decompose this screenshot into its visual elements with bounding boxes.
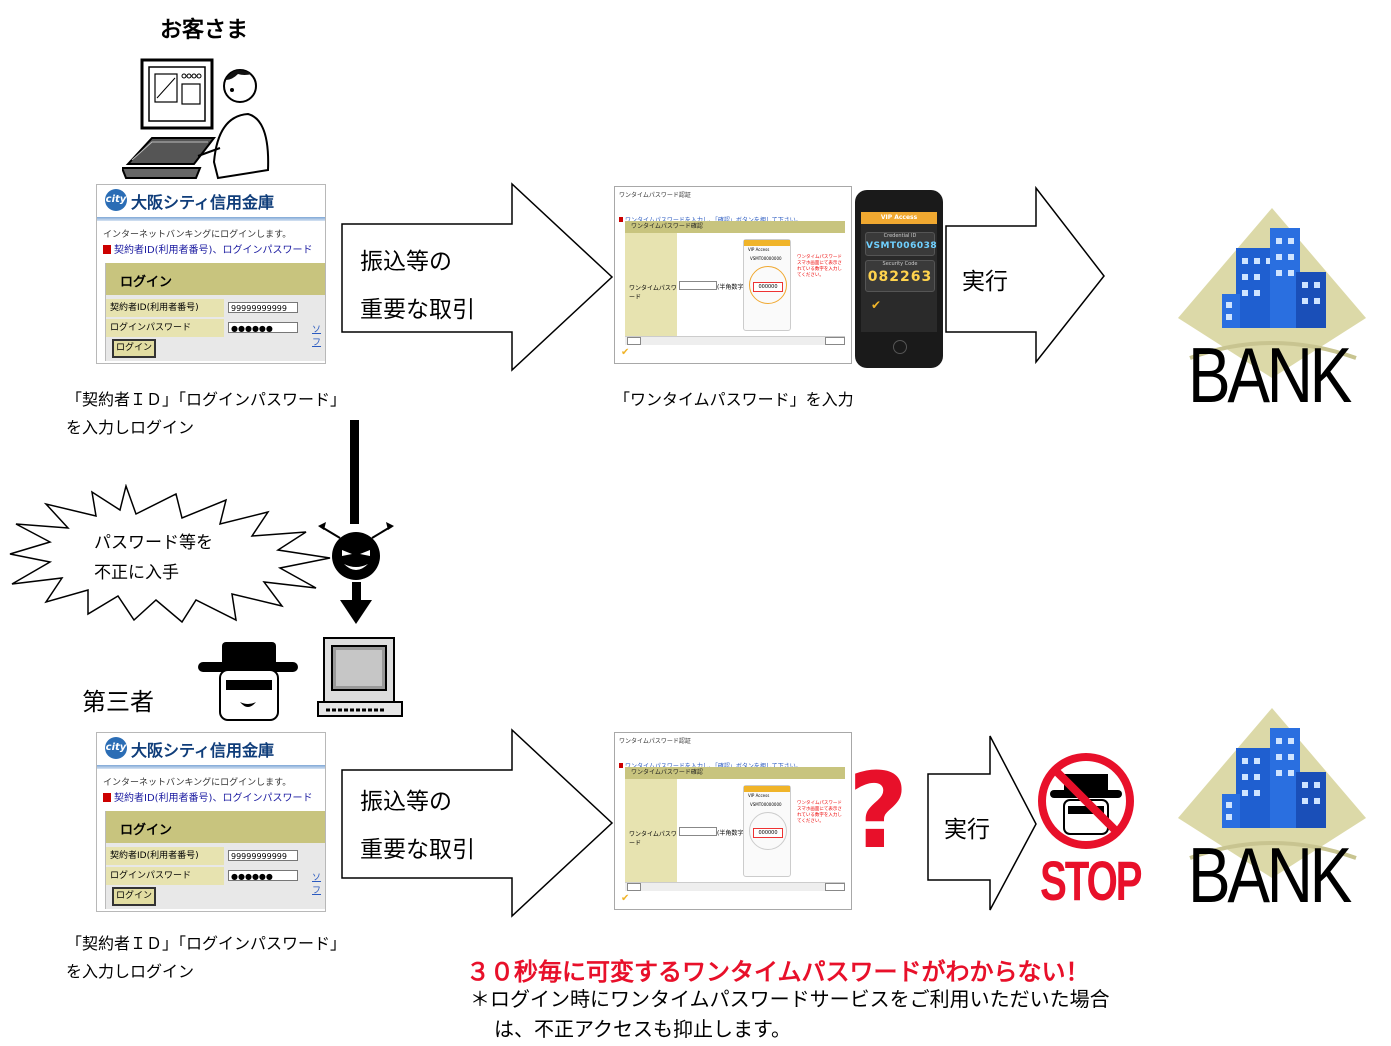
bank-logo-icon: city	[105, 737, 127, 759]
transfer-arrow-top	[341, 182, 614, 372]
execute-label-top: 実行	[962, 269, 1008, 295]
otp-input[interactable]	[679, 827, 717, 836]
intercept-line	[350, 420, 359, 524]
transfer-arrow-label-bottom: 振込等の 重要な取引	[360, 789, 475, 863]
bank-name: 大阪シティ信用金庫	[131, 193, 275, 212]
login-message: インターネットバンキングにログインします。	[103, 778, 292, 788]
down-arrow	[340, 582, 372, 624]
login-notice: 契約者ID(利用者番号)、ログインパスワード	[103, 789, 312, 804]
burst-text: パスワード等を 不正に入手	[94, 533, 213, 583]
third-party-label: 第三者	[82, 688, 154, 716]
id-label: 契約者ID(利用者番号)	[106, 299, 224, 317]
id-input[interactable]: 99999999999	[228, 850, 298, 861]
bank-building-icon-top	[1178, 208, 1366, 378]
thief-icon	[198, 642, 298, 721]
computer-icon	[317, 637, 403, 717]
bank-building-icon-bottom	[1178, 708, 1366, 878]
otp-caption: 「ワンタイムパスワード」を入力	[614, 390, 854, 409]
login-panel-title: ログイン	[120, 275, 173, 290]
customer-label: お客さま	[160, 18, 249, 43]
question-mark-icon: ?	[848, 750, 909, 872]
devil-icon	[318, 522, 394, 580]
check-icon: ✔	[621, 893, 630, 904]
password-input[interactable]: ●●●●●●	[228, 322, 298, 333]
login-screen-top: city 大阪シティ信用金庫 インターネットバンキングにログインします。 契約者…	[96, 184, 326, 364]
warning-headline: ３０秒毎に可変するワンタイムパスワードがわからない！	[466, 958, 1090, 986]
execute-arrow-top	[945, 186, 1105, 364]
login-button[interactable]: ログイン	[112, 339, 156, 358]
bank-label-bottom: BANK	[1188, 831, 1352, 919]
logout-button[interactable]	[825, 337, 845, 345]
stop-label: STOP	[1040, 849, 1143, 912]
login-caption: 「契約者ＩＤ」「ログインパスワード」 を入力しログイン	[66, 390, 347, 437]
stop-thief-icon	[1038, 753, 1134, 849]
confirm-button[interactable]	[627, 883, 641, 891]
logout-button[interactable]	[825, 883, 845, 891]
execute-label-bottom: 実行	[944, 817, 990, 843]
otp-input[interactable]	[679, 281, 717, 290]
login-message: インターネットバンキングにログインします。	[103, 230, 292, 240]
transfer-arrow-bottom	[341, 728, 614, 918]
checkmark-icon: ✔	[871, 298, 882, 312]
login-screen-bottom: city 大阪シティ信用金庫 インターネットバンキングにログインします。 契約者…	[96, 732, 326, 912]
otp-screen-top: ワンタイムパスワード認証 ワンタイムパスワードを入力し、「確認」ボタンを押して下…	[614, 186, 852, 364]
password-label: ログインパスワード	[106, 319, 224, 337]
execute-arrow-bottom	[927, 735, 1037, 911]
speech-burst	[9, 484, 331, 624]
password-input[interactable]: ●●●●●●	[228, 870, 298, 881]
bank-logo-icon: city	[105, 189, 127, 211]
check-icon: ✔	[621, 347, 630, 358]
login-notice: 契約者ID(利用者番号)、ログインパスワード	[103, 241, 312, 256]
password-label: ログインパスワード	[106, 867, 224, 885]
smartphone-token: VIP Access Credential IDVSMT00603896 Sec…	[855, 190, 943, 368]
bank-label-top: BANK	[1188, 331, 1352, 419]
transfer-arrow-label-top: 振込等の 重要な取引	[360, 249, 475, 323]
software-keyboard-link[interactable]: ソフ	[312, 873, 322, 896]
bank-name: 大阪シティ信用金庫	[131, 741, 275, 760]
id-input[interactable]: 99999999999	[228, 302, 298, 313]
login-panel-title: ログイン	[120, 823, 173, 838]
customer-computer-icon	[122, 58, 270, 180]
confirm-button[interactable]	[627, 337, 641, 345]
otp-screen-bottom: ワンタイムパスワード認証 ワンタイムパスワードを入力し、「確認」ボタンを押して下…	[614, 732, 852, 910]
footnote: ＊ログイン時にワンタイムパスワードサービスをご利用いただいた場合 は、不正アクセ…	[470, 987, 1110, 1041]
software-keyboard-link[interactable]: ソフ	[312, 325, 322, 348]
id-label: 契約者ID(利用者番号)	[106, 847, 224, 865]
login-caption-bottom: 「契約者ＩＤ」「ログインパスワード」 を入力しログイン	[66, 934, 347, 981]
login-button[interactable]: ログイン	[112, 887, 156, 906]
